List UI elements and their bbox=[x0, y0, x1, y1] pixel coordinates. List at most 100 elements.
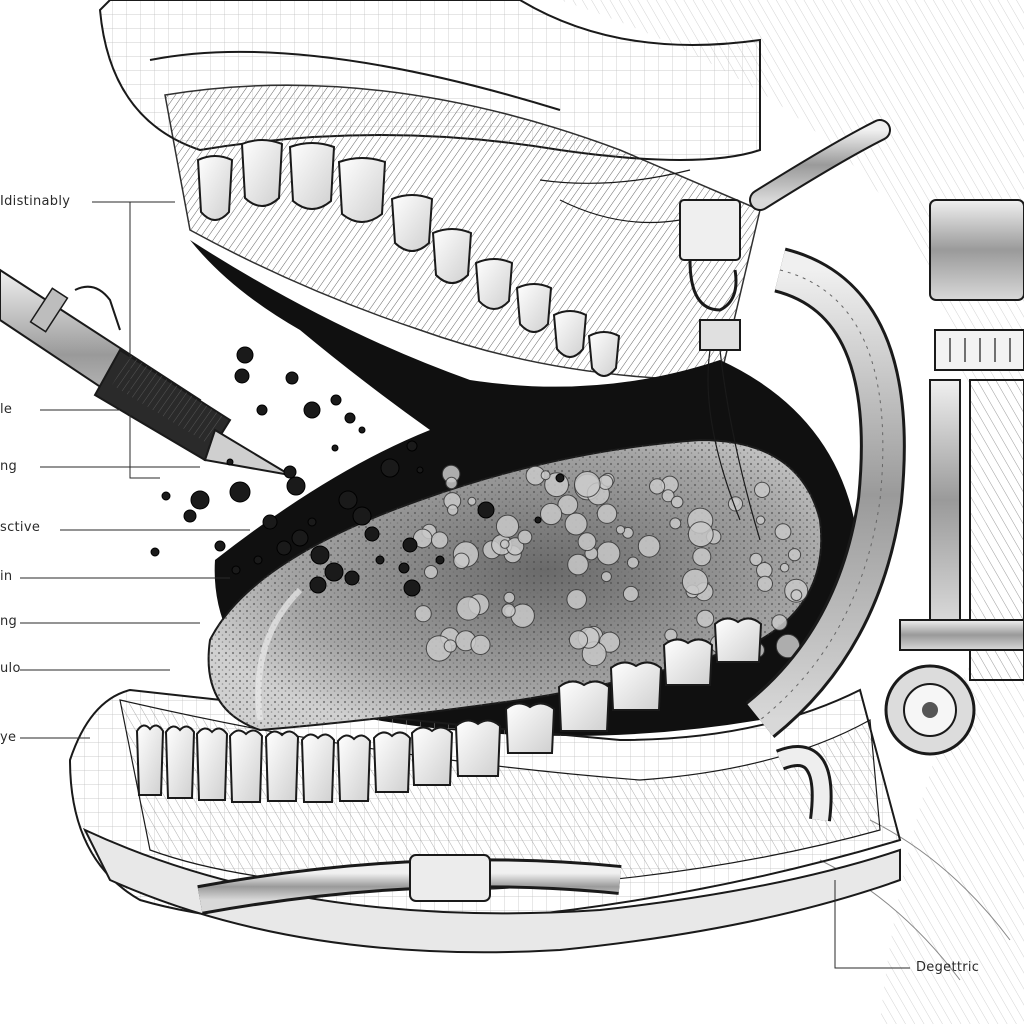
upper-tooth bbox=[552, 310, 588, 358]
particle bbox=[398, 562, 410, 574]
papilla bbox=[456, 596, 481, 621]
lower-tooth bbox=[164, 725, 196, 799]
particle bbox=[416, 466, 424, 474]
particle bbox=[183, 509, 197, 523]
papilla bbox=[622, 585, 639, 602]
papilla bbox=[696, 609, 715, 628]
particle bbox=[364, 526, 380, 542]
particle bbox=[229, 481, 251, 503]
particle bbox=[226, 458, 234, 466]
particle bbox=[403, 579, 421, 597]
lower-tooth bbox=[454, 719, 502, 777]
particle bbox=[477, 501, 495, 519]
papilla bbox=[447, 504, 459, 516]
lower-tooth bbox=[372, 731, 412, 793]
particle bbox=[236, 346, 254, 364]
papilla bbox=[540, 502, 563, 526]
lower-tooth bbox=[410, 726, 454, 786]
papilla bbox=[557, 494, 579, 516]
papilla bbox=[540, 470, 551, 481]
lower-tooth bbox=[195, 727, 229, 801]
lower-tooth bbox=[135, 724, 165, 796]
lower-tooth bbox=[713, 617, 763, 663]
lower-tooth bbox=[264, 730, 300, 802]
papilla bbox=[577, 532, 597, 552]
particle bbox=[358, 426, 366, 434]
papilla bbox=[649, 478, 666, 495]
papilla bbox=[501, 603, 516, 618]
particle bbox=[253, 555, 263, 565]
papilla bbox=[470, 634, 491, 656]
upper-tooth bbox=[288, 142, 336, 210]
papilla bbox=[637, 535, 661, 558]
particle bbox=[276, 540, 292, 556]
papilla bbox=[615, 525, 626, 535]
particle bbox=[150, 547, 160, 557]
callout-label-1: Idistinably bbox=[0, 194, 71, 209]
papilla bbox=[600, 571, 612, 583]
papilla bbox=[495, 514, 520, 538]
papilla bbox=[754, 481, 771, 498]
upper-tooth bbox=[474, 258, 514, 310]
particle bbox=[262, 514, 278, 530]
probe-instrument-icon bbox=[0, 268, 291, 476]
particle bbox=[330, 394, 342, 406]
upper-tooth bbox=[431, 228, 473, 284]
particle-cluster bbox=[150, 346, 565, 597]
papilla bbox=[443, 639, 457, 653]
papilla bbox=[756, 575, 774, 592]
upper-tooth bbox=[337, 157, 387, 223]
particle bbox=[190, 490, 210, 510]
papilla bbox=[414, 605, 432, 623]
upper-tooth bbox=[515, 283, 553, 333]
callout-label-7: ulo bbox=[0, 661, 21, 676]
papilla bbox=[517, 529, 533, 545]
particle bbox=[375, 555, 385, 565]
papilla bbox=[692, 547, 712, 567]
lower-tooth bbox=[228, 729, 264, 803]
particle bbox=[324, 562, 344, 582]
particle bbox=[352, 506, 372, 526]
papilla bbox=[790, 589, 803, 602]
upper-tooth bbox=[587, 331, 621, 377]
valve-wheel-icon bbox=[884, 664, 976, 756]
lower-tooth bbox=[557, 680, 611, 732]
papilla bbox=[431, 531, 449, 549]
particle bbox=[214, 540, 226, 552]
particle bbox=[256, 404, 268, 416]
particle bbox=[555, 473, 565, 483]
particle bbox=[310, 545, 330, 565]
papilla bbox=[453, 552, 470, 569]
papilla bbox=[774, 523, 792, 541]
upper-tooth bbox=[196, 155, 234, 221]
papilla bbox=[567, 553, 589, 576]
particle bbox=[406, 440, 418, 452]
lower-tooth bbox=[336, 734, 372, 802]
upper-teeth-row bbox=[196, 139, 621, 377]
particle bbox=[286, 476, 306, 496]
particle bbox=[435, 555, 445, 565]
particle bbox=[161, 491, 171, 501]
particle bbox=[344, 570, 360, 586]
machinery bbox=[197, 119, 1024, 915]
lower-tooth bbox=[504, 702, 556, 754]
particle bbox=[331, 444, 339, 452]
callout-lines bbox=[20, 201, 910, 969]
callout-label-9: Degettric bbox=[916, 960, 980, 975]
particle bbox=[338, 490, 358, 510]
papilla bbox=[564, 512, 588, 536]
papilla bbox=[574, 471, 601, 498]
particle bbox=[534, 516, 542, 524]
papilla bbox=[503, 591, 516, 604]
callout-label-6: ng bbox=[0, 614, 18, 629]
upper-tooth bbox=[240, 139, 284, 207]
papilla bbox=[597, 474, 614, 490]
particle bbox=[291, 529, 309, 547]
papilla bbox=[596, 503, 618, 524]
papilla bbox=[670, 495, 684, 509]
papilla bbox=[568, 630, 589, 650]
papilla bbox=[424, 565, 438, 579]
papilla bbox=[779, 562, 790, 573]
tongue-papillae bbox=[412, 464, 809, 667]
